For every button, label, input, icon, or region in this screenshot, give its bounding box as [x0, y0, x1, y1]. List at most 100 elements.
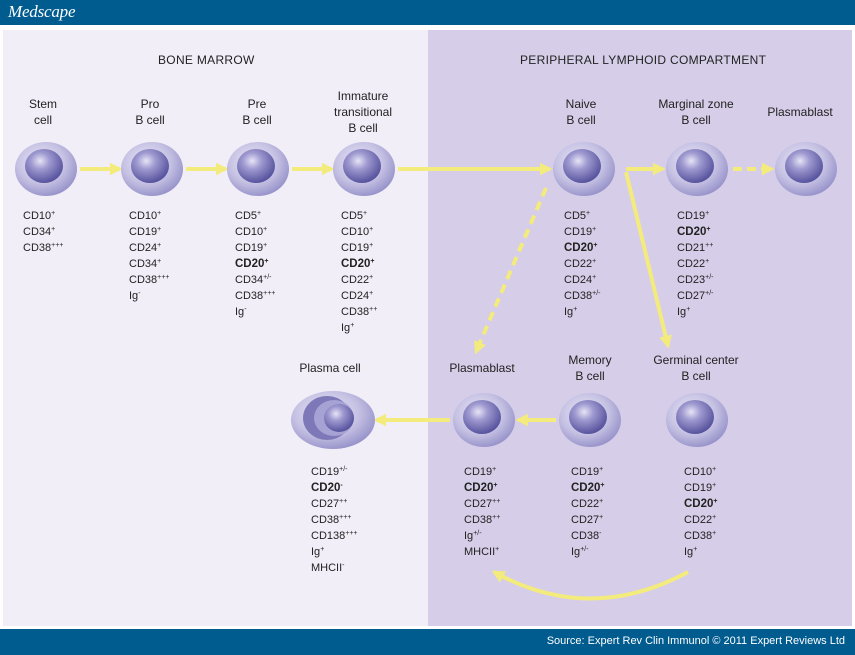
marker-level: + [599, 466, 604, 473]
marker-name: CD19 [311, 466, 340, 478]
cell-stem [15, 142, 77, 196]
marker-item: Ig+ [311, 544, 358, 560]
marker-level: + [492, 466, 497, 473]
marker-item: CD38+++ [129, 272, 169, 288]
marker-item: CD22+ [564, 256, 601, 272]
marker-item: CD20+ [464, 480, 500, 496]
marker-name: CD10 [129, 210, 158, 222]
marker-name: Ig [464, 530, 474, 542]
marker-level: + [157, 242, 162, 249]
cell-label-line: Memory [568, 353, 612, 367]
marker-level: + [370, 258, 375, 265]
marker-level: + [712, 466, 717, 473]
marker-item: CD20+ [571, 480, 605, 496]
marker-level: +/- [473, 530, 482, 537]
marker-name: CD10 [341, 226, 370, 238]
marker-level: ++ [369, 306, 378, 313]
cell-label-line: B cell [681, 113, 711, 127]
cell-memory [559, 393, 621, 447]
marker-name: CD38 [311, 514, 340, 526]
marker-level: +++ [345, 530, 358, 537]
marker-item: CD20+ [684, 496, 718, 512]
marker-level: + [599, 514, 604, 521]
marker-item: Ig+ [341, 320, 377, 336]
marker-name: CD19 [677, 210, 706, 222]
marker-list-immature: CD5+CD10+CD19+CD20+CD22+CD24+CD38++Ig+ [341, 208, 377, 336]
marker-name: CD38 [564, 290, 593, 302]
footer-bar: Source: Expert Rev Clin Immunol © 2011 E… [0, 629, 855, 655]
marker-name: CD34 [23, 226, 52, 238]
marker-item: CD138+++ [311, 528, 358, 544]
marker-level: - [138, 290, 141, 297]
medscape-logo: Medscape [8, 2, 76, 21]
marker-name: CD24 [129, 242, 158, 254]
cell-label-line: B cell [348, 121, 378, 135]
cell-label-line: Marginal zone [658, 97, 734, 111]
marker-item: CD10+ [235, 224, 275, 240]
marker-item: CD22+ [677, 256, 714, 272]
marker-name: CD10 [23, 210, 52, 222]
marker-level: + [705, 258, 710, 265]
marker-name: MHCII [464, 546, 496, 558]
marker-item: CD19+ [464, 464, 500, 480]
marker-level: - [342, 562, 345, 569]
marker-item: CD19+ [684, 480, 718, 496]
marker-name: CD19 [684, 482, 713, 494]
peripheral-lymphoid-panel [428, 30, 852, 626]
marker-name: CD27 [311, 498, 340, 510]
marker-list-naive: CD5+CD19+CD20+CD22+CD24+CD38+/-Ig+ [564, 208, 601, 320]
marker-level: + [712, 530, 717, 537]
marker-level: + [712, 514, 717, 521]
marker-level: - [599, 530, 602, 537]
marker-name: CD138 [311, 530, 346, 542]
marker-level: +/- [705, 290, 714, 297]
cell-pre [227, 142, 289, 196]
cell-label-line: Naive [565, 97, 597, 111]
marker-item: CD34+ [23, 224, 63, 240]
marker-name: CD19 [129, 226, 158, 238]
cell-naive [553, 142, 615, 196]
marker-item: CD22+ [341, 272, 377, 288]
marker-item: CD19+ [571, 464, 605, 480]
marker-name: Ig [571, 546, 581, 558]
marker-name: CD22 [684, 514, 713, 526]
cell-label-line: Pro [140, 97, 160, 111]
marker-level: + [493, 482, 498, 489]
marker-name: CD19 [564, 226, 593, 238]
marker-name: CD38 [684, 530, 713, 542]
marker-name: CD22 [677, 258, 706, 270]
marker-item: CD38- [571, 528, 605, 544]
marker-item: CD19+ [235, 240, 275, 256]
marker-item: CD20+ [677, 224, 714, 240]
cell-pro [121, 142, 183, 196]
marker-level: + [51, 210, 56, 217]
marker-name: CD38 [129, 274, 158, 286]
marker-level: + [713, 498, 718, 505]
marker-name: CD19 [341, 242, 370, 254]
marker-name: CD38 [571, 530, 600, 542]
marker-name: CD34 [129, 258, 158, 270]
marker-level: + [705, 210, 710, 217]
marker-item: CD19+ [129, 224, 169, 240]
marker-level: + [257, 210, 262, 217]
marker-item: CD20+ [341, 256, 377, 272]
marker-level: +/- [705, 274, 714, 281]
marker-level: + [495, 546, 500, 553]
marker-name: CD19 [235, 242, 264, 254]
marker-item: Ig+/- [571, 544, 605, 560]
marker-level: +++ [339, 514, 352, 521]
marker-level: ++ [492, 514, 501, 521]
cell-label-line: Stem [28, 97, 58, 111]
marker-item: CD19+ [341, 240, 377, 256]
marker-level: + [599, 498, 604, 505]
marker-name: MHCII [311, 562, 343, 574]
marker-level: ++ [705, 242, 714, 249]
marker-item: CD22+ [571, 496, 605, 512]
marker-level: +++ [263, 290, 276, 297]
marker-list-pre: CD5+CD10+CD19+CD20+CD34+/-CD38+++Ig- [235, 208, 275, 320]
